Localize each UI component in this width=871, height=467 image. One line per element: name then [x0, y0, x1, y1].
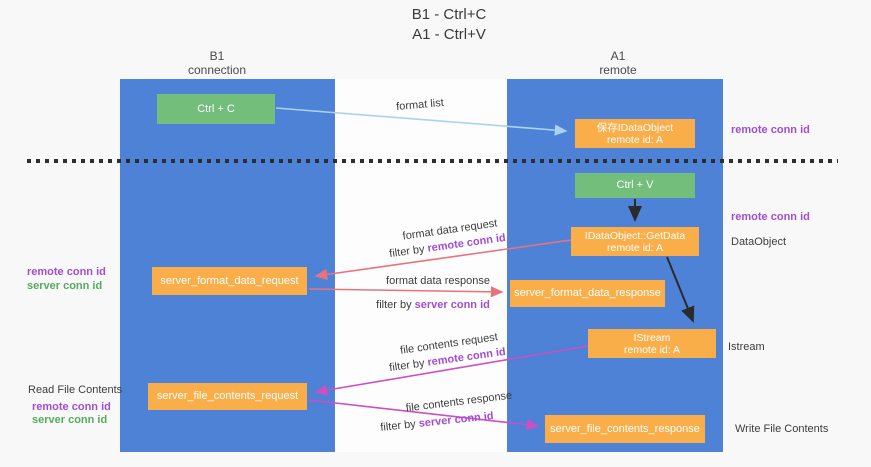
- filter-by-text: filter by: [376, 299, 415, 311]
- format-data-response-label: format data response: [386, 275, 490, 287]
- save-idataobject-line1: 保存IDataObject: [596, 121, 674, 134]
- getdata-line2: remote id: A: [606, 241, 664, 254]
- right-remote-conn-id-mid-label: remote conn id: [731, 211, 810, 223]
- server-format-data-response-node: server_format_data_response: [510, 280, 665, 307]
- server-format-data-request-node: server_format_data_request: [152, 267, 307, 295]
- column-a1-title: A1: [610, 49, 626, 63]
- istream-line2: remote id: A: [623, 343, 681, 356]
- istream-node: IStream remote id: A: [588, 329, 716, 358]
- column-header-b1: B1 connection: [147, 49, 287, 77]
- title-line-2: A1 - Ctrl+V: [412, 26, 486, 43]
- istream-line1: IStream: [633, 331, 671, 344]
- title-line-1: B1 - Ctrl+C: [411, 6, 487, 23]
- server-file-contents-request-label: server_file_contents_request: [156, 390, 299, 402]
- server-file-contents-request-node: server_file_contents_request: [148, 383, 307, 410]
- server-file-contents-response-node: server_file_contents_response: [545, 415, 705, 443]
- column-b1-title: B1: [209, 49, 225, 63]
- column-a1-subtitle: remote: [599, 63, 637, 77]
- istream-side-label: Istream: [728, 341, 765, 353]
- save-idataobject-line2: remote id: A: [606, 133, 664, 146]
- dataobject-label: DataObject: [731, 236, 787, 248]
- ctrl-v-node: Ctrl + V: [575, 173, 695, 198]
- server-file-contents-response-label: server_file_contents_response: [550, 422, 700, 435]
- left-remote-conn-id-format-label: remote conn id: [27, 266, 106, 278]
- write-file-contents-label: Write File Contents: [735, 423, 829, 435]
- right-remote-conn-id-top-label: remote conn id: [731, 124, 810, 136]
- diagram-title: B1 - Ctrl+C A1 - Ctrl+V: [349, 5, 549, 45]
- server-conn-id-key: server conn id: [414, 299, 490, 311]
- read-file-contents-label: Read File Contents: [28, 384, 123, 396]
- save-idataobject-node: 保存IDataObject remote id: A: [575, 119, 695, 148]
- ctrl-c-label: Ctrl + C: [197, 102, 235, 115]
- column-header-a1: A1 remote: [548, 49, 688, 77]
- ctrl-c-node: Ctrl + C: [157, 94, 275, 124]
- left-server-conn-id-file-label: server conn id: [32, 414, 108, 426]
- left-server-conn-id-format-label: server conn id: [27, 280, 103, 292]
- server-format-data-request-label: server_format_data_request: [160, 274, 299, 287]
- ctrl-v-label: Ctrl + V: [616, 179, 654, 191]
- getdata-node: IDataObject::GetData remote id: A: [571, 227, 699, 256]
- getdata-line1: IDataObject::GetData: [584, 229, 686, 242]
- column-b1-subtitle: connection: [187, 63, 247, 77]
- left-remote-conn-id-file-label: remote conn id: [32, 401, 111, 413]
- server-format-data-response-label: server_format_data_response: [514, 287, 661, 299]
- format-data-response-filter-label: filter by server conn id: [363, 299, 503, 311]
